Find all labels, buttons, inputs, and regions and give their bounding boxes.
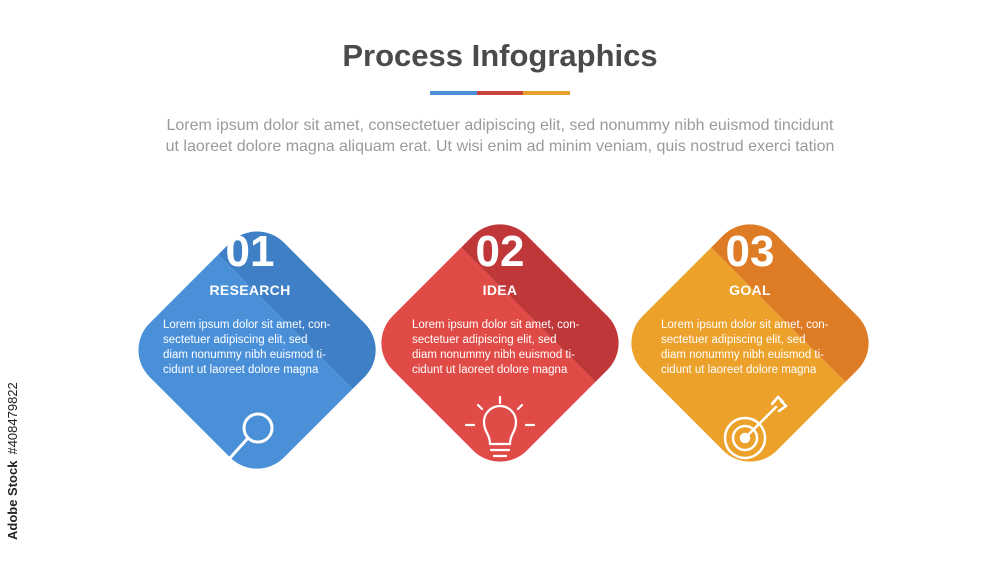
step-2-header: 02 IDEA — [350, 227, 650, 299]
step-1-label: RESEARCH — [209, 282, 291, 298]
watermark-id: #408479822 — [5, 382, 20, 455]
step-1-header: 01 RESEARCH — [100, 227, 400, 299]
step-3-description: Lorem ipsum dolor sit amet, con- sectetu… — [661, 318, 837, 378]
stock-watermark: Adobe Stock #408479822 — [5, 382, 20, 540]
step-1-desc-line: cidunt ut laoreet dolore magna — [163, 364, 319, 376]
step-1-description: Lorem ipsum dolor sit amet, con- sectetu… — [163, 318, 339, 378]
step-2-number: 02 — [475, 227, 525, 276]
title-underline — [430, 91, 571, 95]
underline-segment-orange — [523, 91, 571, 95]
step-2-label: IDEA — [482, 282, 518, 298]
step-3-desc-line: cidunt ut laoreet dolore magna — [661, 364, 817, 376]
step-3-desc-line: diam nonummy nibh euismod ti- — [661, 349, 824, 361]
step-3-label: GOAL — [729, 282, 771, 298]
underline-segment-red — [476, 91, 524, 95]
step-3-header: 03 GOAL — [600, 227, 900, 299]
step-3-number: 03 — [725, 227, 775, 276]
magnifier-icon — [228, 412, 274, 460]
step-2-desc-line: sectetuer adipiscing elit, sed — [412, 334, 557, 346]
step-3-desc-line: Lorem ipsum dolor sit amet, con- — [661, 319, 829, 331]
step-3-diamond — [631, 224, 869, 462]
step-2-diamond — [381, 224, 619, 462]
step-2-desc-line: diam nonummy nibh euismod ti- — [412, 349, 575, 361]
intro-text: Lorem ipsum dolor sit amet, consectetuer… — [60, 115, 940, 157]
step-2-description: Lorem ipsum dolor sit amet, con- sectetu… — [412, 318, 588, 378]
intro-line-1: Lorem ipsum dolor sit amet, consectetuer… — [166, 117, 834, 134]
step-1-desc-line: diam nonummy nibh euismod ti- — [163, 349, 326, 361]
step-1-desc-line: Lorem ipsum dolor sit amet, con- — [163, 319, 331, 331]
step-1-diamond — [138, 231, 376, 469]
step-1-desc-line: sectetuer adipiscing elit, sed — [163, 334, 308, 346]
step-3-desc-line: sectetuer adipiscing elit, sed — [661, 334, 806, 346]
step-1-number: 01 — [225, 227, 275, 276]
step-2-desc-line: cidunt ut laoreet dolore magna — [412, 364, 568, 376]
intro-line-2: ut laoreet dolore magna aliquam erat. Ut… — [165, 138, 835, 155]
step-2-desc-line: Lorem ipsum dolor sit amet, con- — [412, 319, 580, 331]
lightbulb-icon — [464, 395, 536, 458]
page-title: Process Infographics — [342, 38, 658, 73]
underline-segment-blue — [430, 91, 477, 95]
watermark-source: Adobe Stock — [5, 460, 20, 540]
target-icon — [723, 395, 788, 460]
